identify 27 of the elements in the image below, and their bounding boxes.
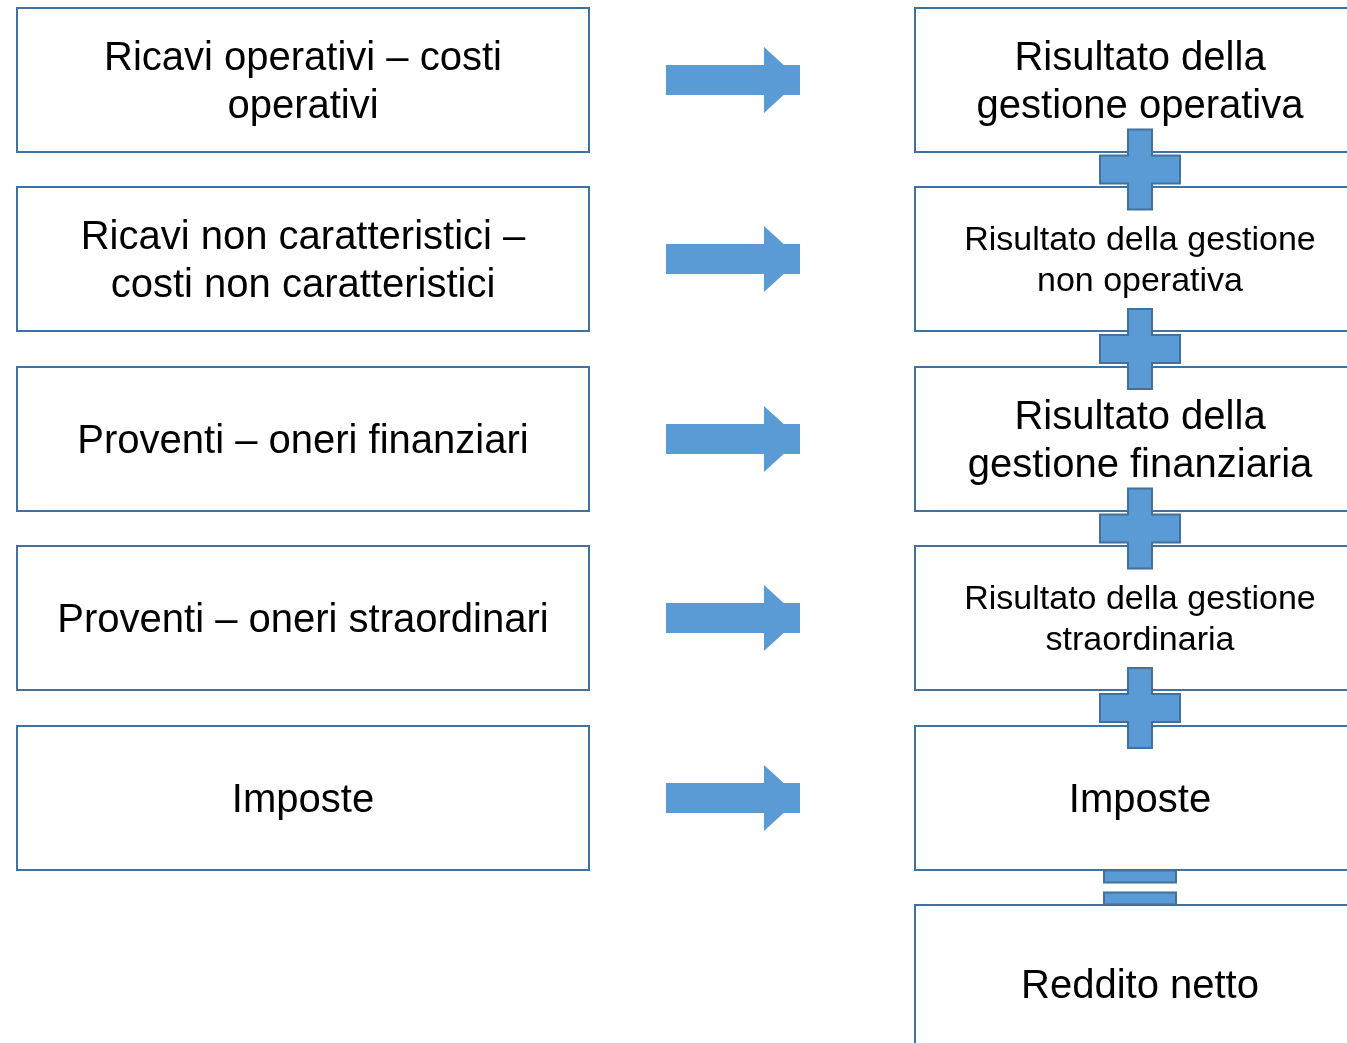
process-box bbox=[16, 186, 590, 332]
process-box bbox=[16, 545, 590, 691]
process-box bbox=[914, 545, 1347, 691]
process-box bbox=[914, 366, 1347, 512]
process-box bbox=[914, 7, 1347, 153]
box-text: Imposte bbox=[231, 775, 375, 822]
block-arrow bbox=[666, 585, 800, 651]
block-arrow bbox=[666, 765, 800, 831]
process-box bbox=[914, 725, 1347, 871]
block-arrow bbox=[666, 47, 800, 113]
box-text: Reddito netto bbox=[1021, 961, 1259, 1008]
process-box bbox=[914, 186, 1347, 332]
block-arrow bbox=[666, 226, 800, 292]
process-box bbox=[16, 366, 590, 512]
process-box bbox=[914, 904, 1347, 1043]
box-text: Risultato della gestione operativa bbox=[975, 33, 1305, 128]
block-arrow bbox=[666, 406, 800, 472]
box-text: Risultato della gestione finanziaria bbox=[966, 392, 1314, 487]
process-box bbox=[16, 725, 590, 871]
box-text: Ricavi operativi – costi operativi bbox=[103, 33, 503, 128]
process-box bbox=[16, 7, 590, 153]
box-text: Risultato della gestione non operativa bbox=[963, 218, 1317, 300]
box-text: Imposte bbox=[1068, 775, 1212, 822]
box-text: Ricavi non caratteristici – costi non caratteristici bbox=[79, 212, 527, 307]
box-text: Proventi – oneri straordinari bbox=[57, 595, 549, 642]
box-text: Risultato della gestione straordinaria bbox=[963, 577, 1317, 659]
box-text: Proventi – oneri finanziari bbox=[77, 416, 529, 463]
